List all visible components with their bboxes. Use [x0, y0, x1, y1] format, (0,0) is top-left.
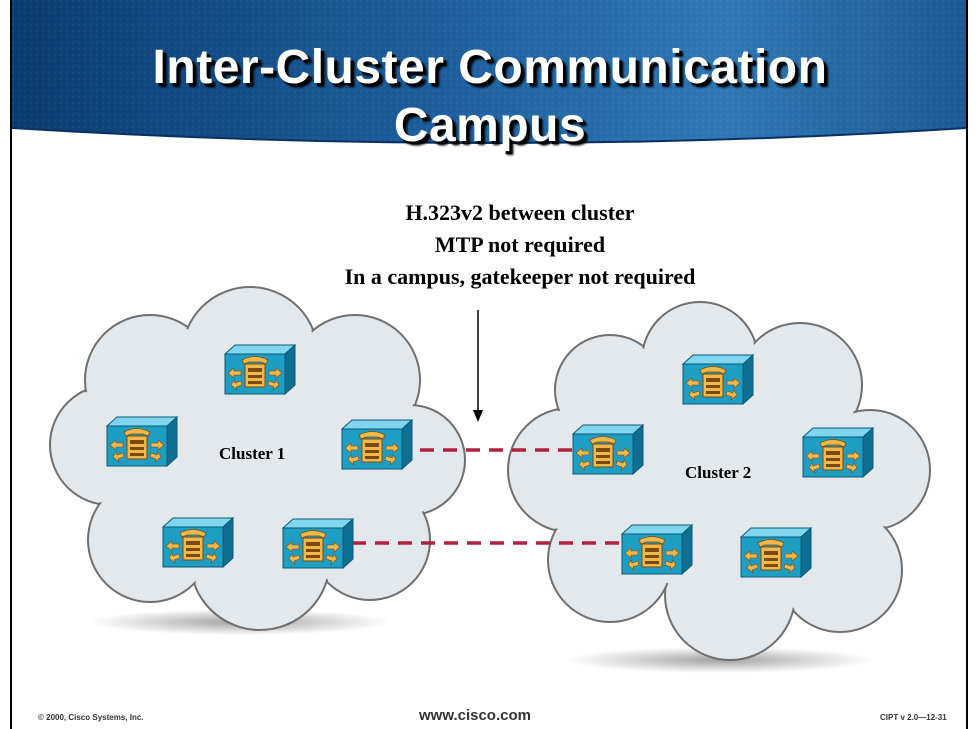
call-manager-server-icon [224, 344, 296, 395]
call-manager-server-icon [682, 354, 754, 405]
cluster-2-label: Cluster 2 [685, 463, 751, 482]
slide-frame-left [10, 0, 12, 729]
annotation-arrow [473, 310, 483, 422]
title-banner [11, 0, 967, 144]
call-manager-server-icon [282, 518, 354, 569]
footer-version: CIPT v 2.0—12-31 [880, 713, 947, 722]
inter-cluster-links [352, 448, 622, 545]
call-manager-server-icon [106, 416, 178, 467]
call-manager-server-icon [802, 427, 874, 478]
footer-copyright: © 2000, Cisco Systems, Inc. [38, 713, 144, 722]
call-manager-server-icon [572, 424, 644, 475]
call-manager-server-icon [162, 517, 234, 568]
note-h323: H.323v2 between cluster [405, 200, 635, 225]
call-manager-server-icon [341, 419, 413, 470]
call-manager-server-icon [621, 524, 693, 575]
slide-title-line-2: Campus [393, 99, 587, 152]
annotation-notes: H.323v2 between cluster MTP not required… [0, 197, 980, 293]
footer-url: www.cisco.com [419, 707, 531, 724]
note-mtp: MTP not required [434, 232, 606, 257]
slide-title-line-1: Inter-Cluster Communication [152, 41, 828, 94]
cluster-1-label: Cluster 1 [219, 444, 285, 463]
note-gatekeeper: In a campus, gatekeeper not required [344, 264, 696, 289]
slide-frame-right [966, 0, 968, 729]
call-manager-server-icon [740, 527, 812, 578]
